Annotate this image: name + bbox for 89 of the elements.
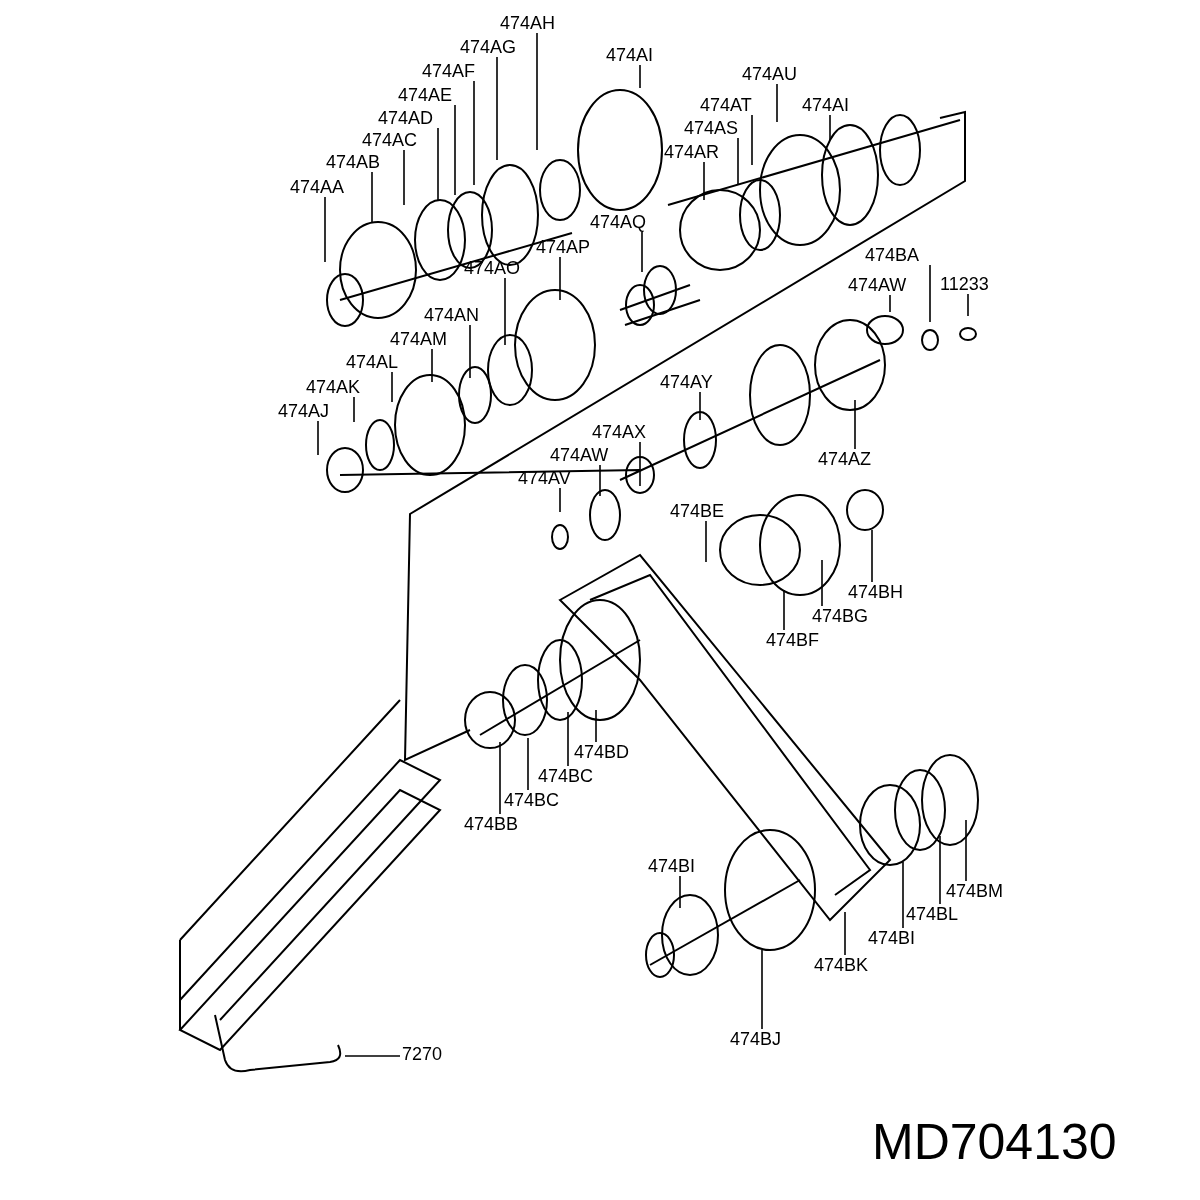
leader-line bbox=[639, 64, 641, 89]
callout-number: 7270 bbox=[402, 1044, 443, 1064]
leader-line bbox=[967, 293, 969, 317]
callout-number: 474AT bbox=[700, 95, 752, 115]
leader-line bbox=[391, 371, 393, 403]
leader-line bbox=[437, 127, 439, 201]
callout-number: 474AU bbox=[742, 64, 798, 84]
leader-line bbox=[821, 559, 823, 607]
leader-line bbox=[705, 520, 707, 563]
leader-line bbox=[536, 32, 538, 151]
callout-number: 474AA bbox=[290, 177, 345, 197]
leader-line bbox=[829, 114, 831, 141]
callout-number: 474BC bbox=[504, 790, 560, 810]
callout-number: 474BG bbox=[812, 606, 869, 626]
callout-number: 474AF bbox=[422, 61, 476, 81]
callout-number: 474AJ bbox=[278, 401, 330, 421]
leader-line bbox=[403, 149, 405, 206]
callout-number: 474BD bbox=[574, 742, 630, 762]
callout-number: 474AQ bbox=[590, 212, 647, 232]
callout-number: 474AX bbox=[592, 422, 647, 442]
callout-number: 474AI bbox=[606, 45, 654, 65]
callout-number: 474AI bbox=[802, 95, 850, 115]
callout-number: 474AZ bbox=[818, 449, 872, 469]
callout-number: 474AS bbox=[684, 118, 739, 138]
leader-line bbox=[761, 949, 763, 1030]
leader-line bbox=[527, 737, 529, 791]
callout-number: 474BA bbox=[865, 245, 920, 265]
callout-number: 474AW bbox=[550, 445, 609, 465]
leader-line bbox=[599, 464, 601, 497]
callout-number: 474AM bbox=[390, 329, 448, 349]
callout-number: 474BM bbox=[946, 881, 1004, 901]
leader-line bbox=[939, 835, 941, 905]
callout-number: 474BF bbox=[766, 630, 820, 650]
leader-line bbox=[776, 83, 778, 123]
leader-line bbox=[567, 711, 569, 767]
callout-number: 474AN bbox=[424, 305, 480, 325]
callout-number: 474AR bbox=[664, 142, 720, 162]
leader-line bbox=[737, 137, 739, 186]
leader-line bbox=[559, 487, 561, 513]
callout-number: 474AP bbox=[536, 237, 591, 257]
leader-line bbox=[496, 56, 498, 161]
callout-number: 474BH bbox=[848, 582, 904, 602]
callout-number: 474AK bbox=[306, 377, 361, 397]
callout-number: 474BJ bbox=[730, 1029, 782, 1049]
callout-number: 474BC bbox=[538, 766, 594, 786]
leader-line bbox=[679, 875, 681, 909]
callout-number: 474BL bbox=[906, 904, 959, 924]
leader-line bbox=[639, 441, 641, 487]
leader-line bbox=[595, 709, 597, 743]
callout-number: 474AG bbox=[460, 37, 517, 57]
callout-number: 474AB bbox=[326, 152, 381, 172]
callout-number: 474AL bbox=[346, 352, 399, 372]
leader-line bbox=[902, 861, 904, 929]
leader-line bbox=[703, 161, 705, 201]
callout-number: 474BE bbox=[670, 501, 725, 521]
leader-line bbox=[965, 819, 967, 882]
leader-line bbox=[353, 396, 355, 423]
callout-number: 474BI bbox=[648, 856, 696, 876]
callout-number: 474AW bbox=[848, 275, 907, 295]
callout-number: 474BB bbox=[464, 814, 519, 834]
leader-line bbox=[454, 104, 456, 196]
leader-line bbox=[929, 264, 931, 323]
leader-line bbox=[344, 1055, 401, 1057]
callout-number: 474AY bbox=[660, 372, 713, 392]
leader-line bbox=[473, 80, 475, 186]
callout-number: 474AC bbox=[362, 130, 418, 150]
leader-line bbox=[431, 348, 433, 383]
leader-line bbox=[371, 171, 373, 223]
callout-number: 474AE bbox=[398, 85, 453, 105]
callout-number: 474AH bbox=[500, 13, 556, 33]
leader-line bbox=[889, 294, 891, 313]
leader-line bbox=[324, 196, 326, 263]
leader-line bbox=[854, 399, 856, 450]
leader-line bbox=[751, 114, 753, 166]
callout-number: 474BI bbox=[868, 928, 916, 948]
leader-line bbox=[844, 911, 846, 956]
leader-line bbox=[504, 277, 506, 346]
leader-line bbox=[469, 324, 471, 379]
leader-line bbox=[317, 420, 319, 456]
leader-line bbox=[699, 391, 701, 421]
part-number: MD704130 bbox=[872, 1114, 1117, 1170]
callout-number: 474BK bbox=[814, 955, 869, 975]
leader-line bbox=[641, 231, 643, 273]
callout-number: 474AD bbox=[378, 108, 434, 128]
callout-number: 11233 bbox=[940, 274, 989, 294]
leader-line bbox=[559, 256, 561, 301]
leader-line bbox=[871, 529, 873, 583]
leader-line bbox=[499, 741, 501, 815]
leader-line bbox=[783, 589, 785, 631]
